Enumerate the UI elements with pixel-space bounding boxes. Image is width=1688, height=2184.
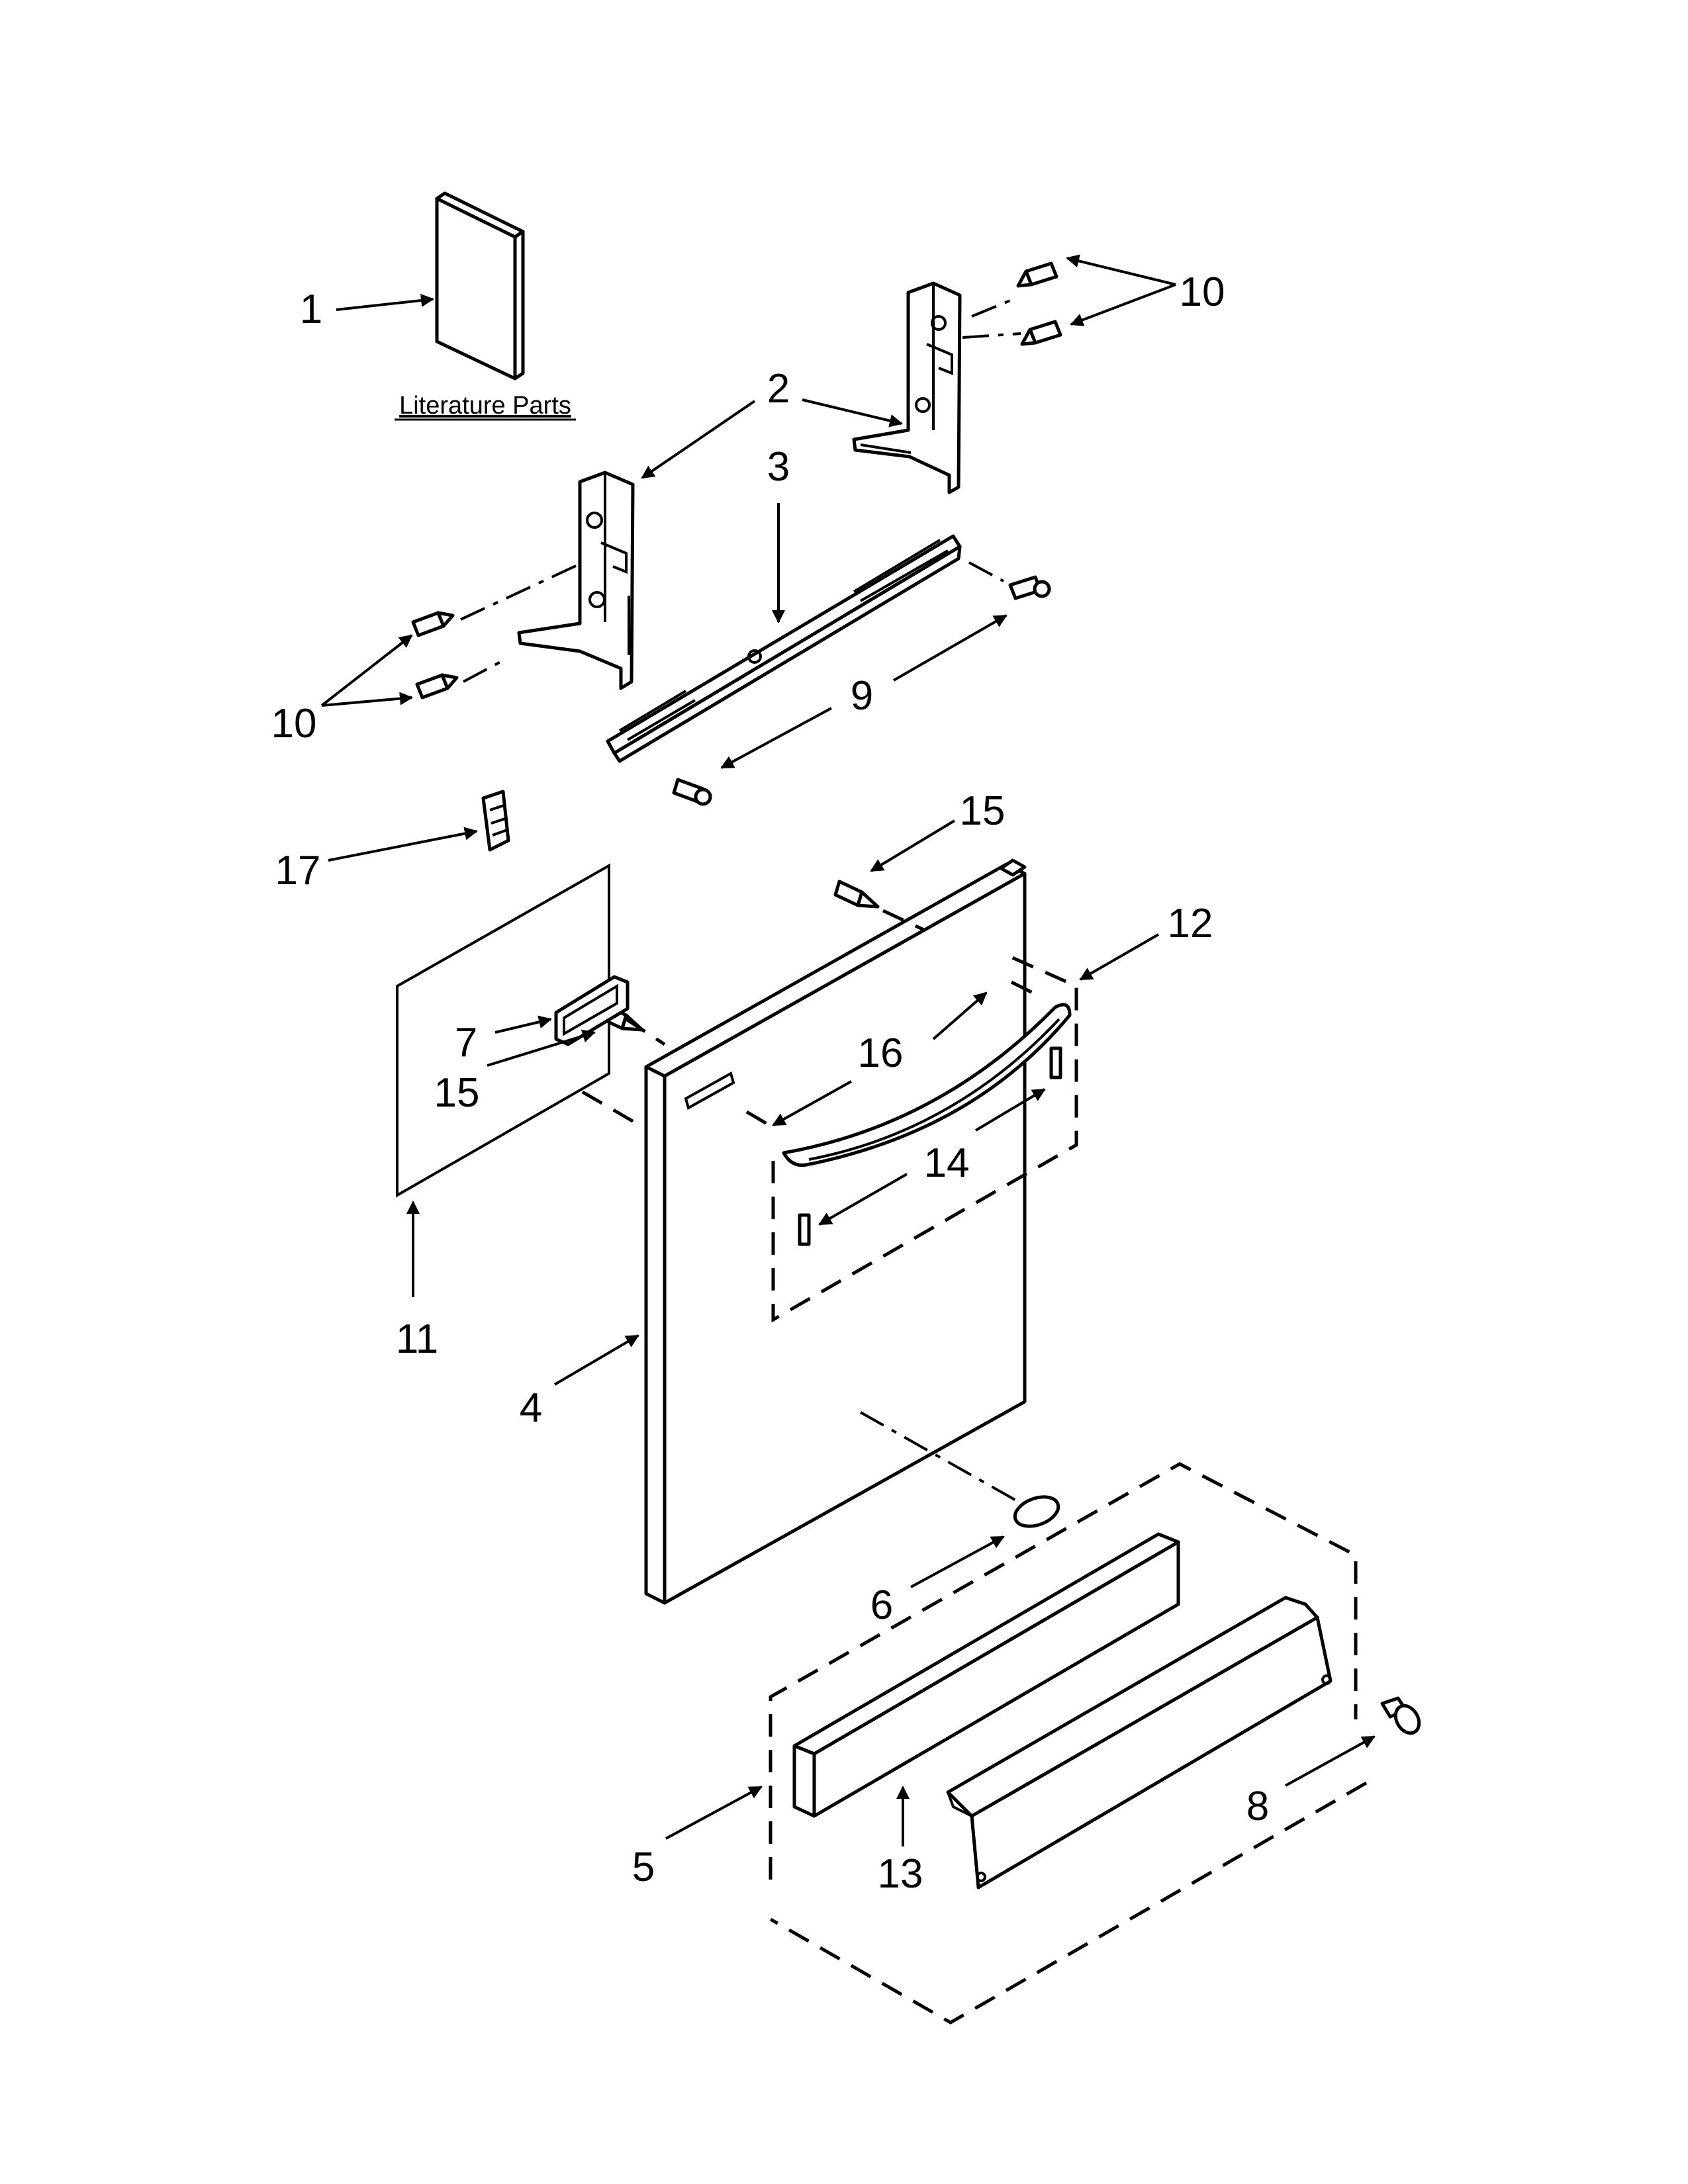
alignment-line-plug xyxy=(860,1411,1020,1504)
mounting-bracket-right xyxy=(852,281,962,494)
callout-10-top: 10 xyxy=(1180,269,1225,315)
leader-10-left-a xyxy=(320,634,413,707)
screw-9-left xyxy=(672,778,712,806)
leader-16-left xyxy=(772,1080,852,1126)
leader-2-right xyxy=(802,398,903,428)
screw-10-top-2 xyxy=(1020,320,1062,346)
callout-14: 14 xyxy=(924,1140,970,1186)
callout-16: 16 xyxy=(858,1030,904,1076)
toe-kick-group-outline-5 xyxy=(769,1462,1368,2025)
insulation-panel-11 xyxy=(396,863,610,1198)
alignment-line-latch xyxy=(625,1017,666,1046)
callout-5: 5 xyxy=(632,1844,655,1890)
callout-1: 1 xyxy=(300,287,322,332)
outer-door-panel-4 xyxy=(644,858,1027,1605)
callout-13: 13 xyxy=(878,1851,923,1897)
callout-6: 6 xyxy=(870,1582,893,1628)
callout-15-side: 15 xyxy=(434,1070,480,1116)
callout-11: 11 xyxy=(396,1316,438,1362)
leader-17 xyxy=(328,827,478,862)
leader-15-top xyxy=(870,819,956,872)
leader-2-left xyxy=(641,400,756,479)
literature-parts-label: Literature Parts xyxy=(399,392,571,420)
callout-7: 7 xyxy=(455,1020,477,1066)
alignment-line-handle-right xyxy=(1010,980,1034,995)
leader-15-side xyxy=(487,1029,596,1067)
alignment-line-panel xyxy=(581,1090,641,1127)
mounting-bracket-left xyxy=(517,471,635,690)
callout-10-left: 10 xyxy=(271,701,317,747)
screw-10-left-2 xyxy=(415,673,459,700)
plug-6 xyxy=(1013,1495,1060,1528)
alignment-line-rail xyxy=(968,561,1004,582)
stud-14-right xyxy=(1049,1046,1062,1079)
handle-group-outline-12 xyxy=(771,952,1078,1323)
leader-5 xyxy=(665,1786,763,1840)
screw-10-left-1 xyxy=(411,611,455,637)
callout-8: 8 xyxy=(1246,1784,1269,1829)
alignment-line-left-bracket-1 xyxy=(460,564,578,621)
leader-1 xyxy=(336,294,434,311)
alignment-line-left-bracket-2 xyxy=(463,659,504,683)
alignment-line-right-bracket-2 xyxy=(962,332,1021,339)
screw-15-top xyxy=(833,880,880,909)
toe-kick-panel-8 xyxy=(946,1596,1333,1889)
leader-6 xyxy=(910,1535,1005,1588)
leader-10-left-b xyxy=(321,692,413,707)
leader-4 xyxy=(553,1334,639,1386)
foam-strip-13 xyxy=(792,1532,1180,1818)
leader-9-left xyxy=(720,707,832,769)
screw-8 xyxy=(1380,1696,1421,1735)
callout-15-top: 15 xyxy=(960,788,1006,834)
screw-9-right xyxy=(1008,575,1051,600)
callout-12: 12 xyxy=(1168,901,1213,946)
alignment-line-top-screw xyxy=(882,909,927,933)
callout-4: 4 xyxy=(520,1385,542,1431)
callout-17: 17 xyxy=(275,848,321,893)
alignment-line-right-bracket xyxy=(971,296,1017,318)
latch-cover-7 xyxy=(554,975,630,1046)
leader-7 xyxy=(494,1015,552,1034)
callout-2: 2 xyxy=(767,366,790,412)
leader-14-left xyxy=(818,1173,908,1226)
leader-14-right xyxy=(974,1088,1046,1132)
door-handle-12 xyxy=(782,1003,1072,1167)
leader-8 xyxy=(1285,1735,1376,1787)
leader-10-top-b xyxy=(1070,283,1176,326)
alignment-line-handle-left xyxy=(745,1110,771,1127)
mounting-rail xyxy=(606,534,962,763)
literature-booklet xyxy=(435,191,525,381)
callout-3: 3 xyxy=(767,444,790,490)
leader-9-right xyxy=(893,614,1008,682)
clip-17 xyxy=(481,790,510,852)
stud-14-left xyxy=(798,1213,811,1246)
screw-10-top-1 xyxy=(1016,261,1058,288)
leader-10-top-a xyxy=(1066,254,1176,286)
callout-9: 9 xyxy=(851,673,873,719)
leader-12 xyxy=(1079,933,1159,981)
leader-16-right xyxy=(932,991,988,1040)
